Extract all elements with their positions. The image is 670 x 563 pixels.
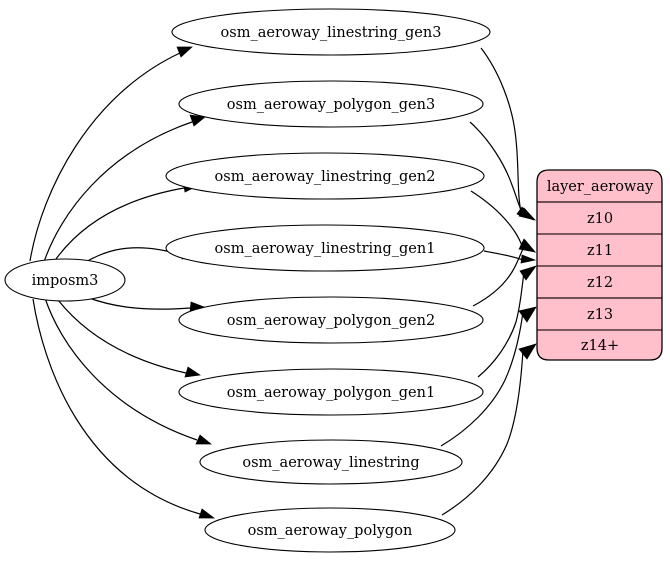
osm_aeroway_linestring-label: osm_aeroway_linestring — [242, 455, 419, 471]
edge-imposm3-to-osm_aeroway_polygon[interactable] — [32, 298, 216, 519]
node-osm_aeroway_linestring[interactable]: osm_aeroway_linestring — [199, 439, 463, 485]
edge-imposm3-to-osm_aeroway_linestring[interactable] — [44, 297, 212, 445]
osm_aeroway_polygon-label: osm_aeroway_polygon — [248, 523, 413, 539]
imposm3-ellipse-shape — [4, 258, 126, 302]
osm_aeroway_linestring_gen2-ellipse-shape — [165, 152, 485, 200]
osm_aeroway_polygon_gen2-label: osm_aeroway_polygon_gen2 — [227, 313, 435, 329]
osm_aeroway_polygon-ellipse-shape — [204, 507, 456, 553]
osm_aeroway_polygon_gen3-ellipse-shape — [178, 80, 484, 128]
edge-osm_aeroway_linestring_gen3-to-z10[interactable] — [480, 47, 535, 221]
osm_aeroway_polygon_gen3-label: osm_aeroway_polygon_gen3 — [227, 97, 435, 113]
osm_aeroway_polygon_gen1-label: osm_aeroway_polygon_gen1 — [227, 385, 435, 401]
node-osm_aeroway_polygon[interactable]: osm_aeroway_polygon — [204, 507, 456, 553]
node-layer_aeroway-table[interactable]: layer_aeroway z10 z11 z12 z13 z14+ — [536, 169, 663, 361]
table-row-z12-label: z12 — [587, 275, 613, 291]
node-osm_aeroway_linestring_gen2[interactable]: osm_aeroway_linestring_gen2 — [165, 152, 485, 200]
table-row-layer_aeroway-header[interactable]: layer_aeroway — [547, 179, 654, 195]
table-row-z11[interactable]: z11 — [587, 243, 613, 259]
osm_aeroway_linestring_gen3-ellipse-shape — [171, 8, 491, 56]
table-row-z12[interactable]: z12 — [587, 275, 613, 291]
node-imposm3[interactable]: imposm3 — [4, 258, 126, 302]
edge-osm_aeroway_linestring_gen1-to-z12[interactable] — [483, 250, 537, 264]
node-osm_aeroway_polygon_gen1[interactable]: osm_aeroway_polygon_gen1 — [178, 368, 484, 416]
edge-imposm3-to-osm_aeroway_linestring_gen3[interactable] — [29, 46, 193, 262]
osm_aeroway_linestring-ellipse-shape — [199, 439, 463, 485]
edge-group-sources-to-table — [440, 47, 537, 516]
edge-osm_aeroway_polygon_gen3-to-z10[interactable] — [469, 121, 537, 221]
edge-imposm3-to-osm_aeroway_polygon_gen1[interactable] — [57, 299, 201, 378]
table-row-z13[interactable]: z13 — [587, 307, 613, 323]
osm_aeroway_linestring_gen1-ellipse-shape — [165, 224, 485, 272]
node-osm_aeroway_linestring_gen3[interactable]: osm_aeroway_linestring_gen3 — [171, 8, 491, 56]
edge-osm_aeroway_linestring-to-z13[interactable] — [440, 306, 537, 447]
layer_aeroway-table-border — [536, 169, 663, 361]
table-header-label: layer_aeroway — [547, 179, 654, 195]
osm_aeroway_polygon_gen1-ellipse-shape — [178, 368, 484, 416]
table-row-z10[interactable]: z10 — [587, 211, 613, 227]
node-osm_aeroway_polygon_gen2[interactable]: osm_aeroway_polygon_gen2 — [178, 296, 484, 344]
table-row-z11-label: z11 — [587, 243, 613, 259]
table-row-z13-label: z13 — [587, 307, 613, 323]
layer_aeroway-table-fill — [537, 170, 662, 360]
osm_aeroway_linestring_gen2-label: osm_aeroway_linestring_gen2 — [215, 169, 436, 185]
edge-osm_aeroway_polygon_gen1-to-z12[interactable] — [477, 265, 537, 378]
osm_aeroway_linestring_gen3-label: osm_aeroway_linestring_gen3 — [221, 25, 442, 41]
osm_aeroway_linestring_gen1-label: osm_aeroway_linestring_gen1 — [215, 241, 436, 257]
table-row-z14plus-label: z14+ — [581, 338, 619, 354]
edge-osm_aeroway_polygon-to-z14plus[interactable] — [441, 343, 537, 516]
table-row-z10-label: z10 — [587, 211, 613, 227]
edge-osm_aeroway_polygon_gen2-to-z11[interactable] — [472, 238, 537, 307]
edge-imposm3-to-osm_aeroway_polygon_gen3[interactable] — [43, 114, 206, 263]
imposm3-label: imposm3 — [32, 273, 99, 289]
node-osm_aeroway_linestring_gen1[interactable]: osm_aeroway_linestring_gen1 — [165, 224, 485, 272]
node-osm_aeroway_polygon_gen3[interactable]: osm_aeroway_polygon_gen3 — [178, 80, 484, 128]
edge-imposm3-to-osm_aeroway_polygon_gen2[interactable] — [85, 296, 206, 313]
osm_aeroway_polygon_gen2-ellipse-shape — [178, 296, 484, 344]
table-row-z14plus[interactable]: z14+ — [581, 338, 619, 354]
